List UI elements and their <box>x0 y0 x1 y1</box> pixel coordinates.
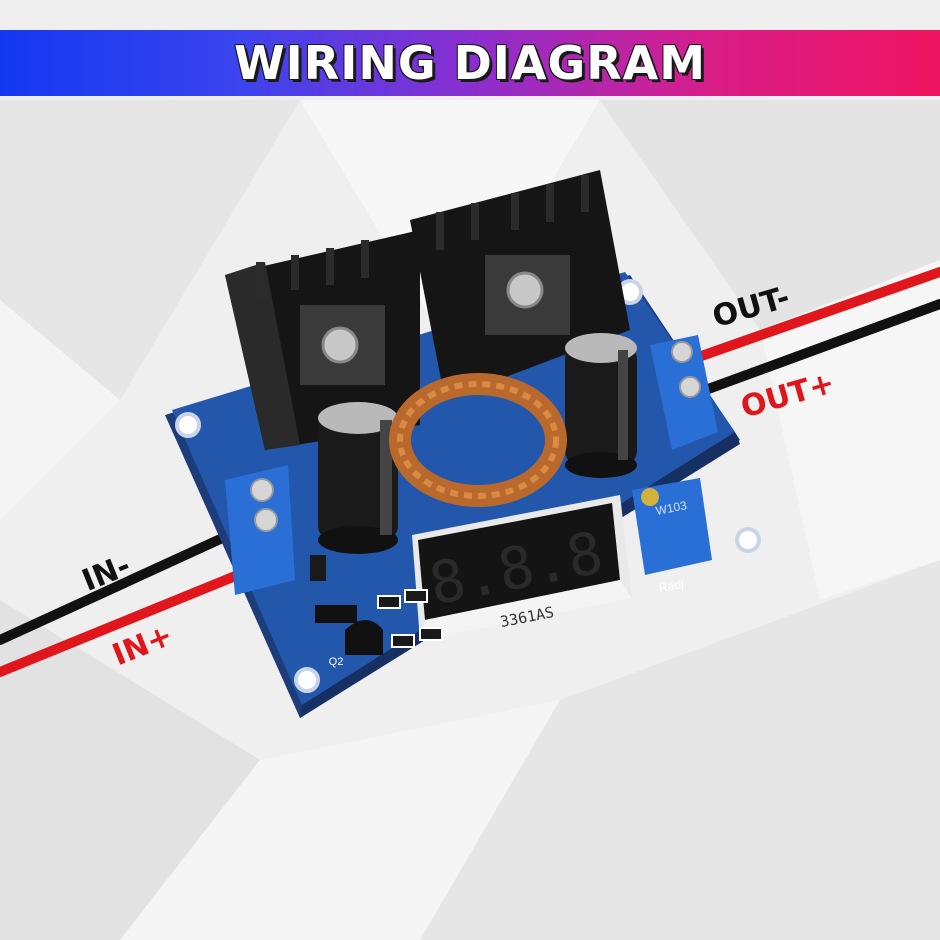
mount-hole <box>735 527 761 553</box>
pot-code: W103 <box>655 498 689 518</box>
screw-icon <box>321 326 359 364</box>
input-terminal <box>225 465 295 595</box>
led-display <box>412 495 632 640</box>
output-terminal <box>650 335 718 450</box>
potentiometer <box>632 478 712 575</box>
inductor-coil <box>389 373 567 507</box>
title-banner: WIRING DIAGRAM <box>0 30 940 96</box>
mount-hole <box>175 412 201 438</box>
transistor-label: Q2 <box>329 656 344 668</box>
heatsink-left <box>225 230 420 450</box>
capacitor-left <box>318 402 398 554</box>
smd-components <box>310 555 443 655</box>
in-plus-wire <box>0 565 255 677</box>
capacitor-right <box>565 333 637 478</box>
pot-label: Radj <box>658 577 685 595</box>
out-plus-wire <box>695 299 940 397</box>
in-minus-wire <box>0 525 245 645</box>
page-title: WIRING DIAGRAM <box>233 36 707 90</box>
out-minus-wire <box>685 267 940 365</box>
mount-hole <box>294 667 320 693</box>
screw-icon <box>506 271 544 309</box>
